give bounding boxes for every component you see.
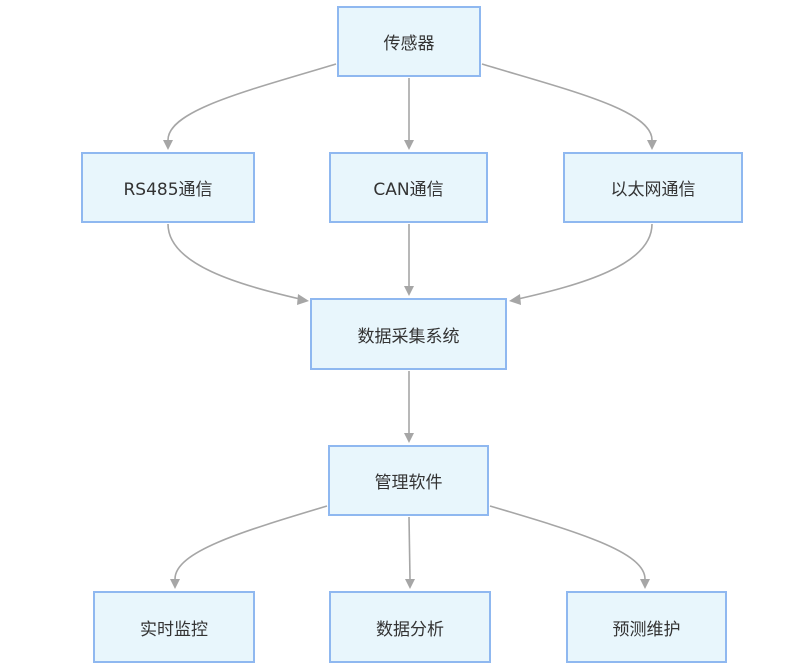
arrowhead-mgmt-to-analysis [405,579,415,589]
edge-sensor-to-rs485 [167,63,337,141]
arrowhead-daq-to-mgmt [404,433,414,443]
arrowhead-sensor-to-rs485 [163,140,173,150]
node-data-acquisition[interactable]: 数据采集系统 [310,298,507,370]
arrowhead-can-to-daq [404,286,414,296]
node-can[interactable]: CAN通信 [329,152,488,223]
node-data-acquisition-label: 数据采集系统 [357,326,460,347]
node-rs485-label: RS485通信 [123,180,213,200]
node-ethernet[interactable]: 以太网通信 [563,152,743,223]
edge-mgmt-to-analysis [408,516,411,580]
edge-sensor-to-ethernet [481,63,653,141]
edge-rs485-to-daq [167,223,301,300]
node-management-software-label: 管理软件 [374,473,443,493]
node-realtime-monitoring[interactable]: 实时监控 [93,591,255,663]
edge-ethernet-to-daq [517,223,653,300]
node-data-analysis[interactable]: 数据分析 [329,591,491,663]
arrowhead-sensor-to-ethernet [647,140,657,150]
node-data-analysis-label: 数据分析 [376,619,444,640]
arrowhead-mgmt-to-monitor [170,579,180,589]
node-sensor-label: 传感器 [383,34,435,54]
node-realtime-monitoring-label: 实时监控 [140,619,208,640]
node-predictive-maintenance[interactable]: 预测维护 [566,591,727,663]
node-rs485[interactable]: RS485通信 [81,152,255,223]
arrowhead-ethernet-to-daq [509,294,521,305]
arrowhead-sensor-to-can [404,140,414,150]
edge-mgmt-to-monitor [174,505,328,580]
node-sensor[interactable]: 传感器 [337,6,481,77]
arrowhead-rs485-to-daq [297,294,309,305]
node-can-label: CAN通信 [373,180,444,200]
node-ethernet-label: 以太网通信 [610,180,696,200]
arrowhead-mgmt-to-predict [640,579,650,589]
node-management-software[interactable]: 管理软件 [328,445,489,516]
edge-mgmt-to-predict [489,505,646,580]
node-predictive-maintenance-label: 预测维护 [612,619,681,640]
